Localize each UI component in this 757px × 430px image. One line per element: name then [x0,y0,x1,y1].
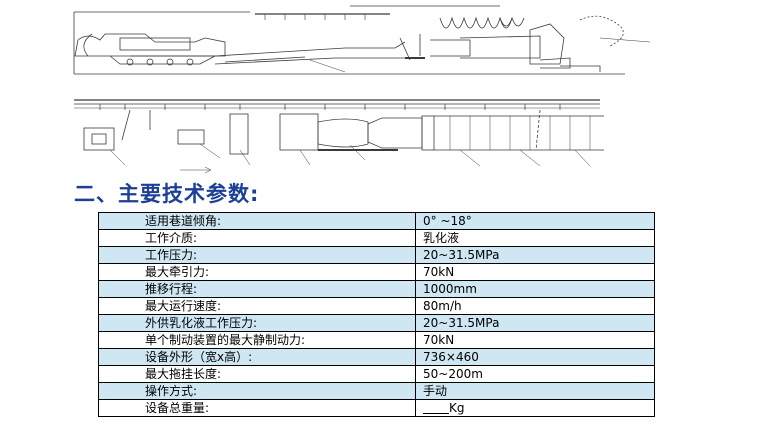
equipment-drawing [73,5,651,174]
param-value: 20~31.5MPa [415,314,655,332]
table-row: 设备总重量: Kg [98,399,655,417]
table-row: 最大牵引力: 70kN [98,263,655,281]
param-name: 推移行程: [98,280,416,298]
table-row: 工作压力: 20~31.5MPa [98,246,655,264]
blank-underline [423,401,449,414]
table-row: 设备外形（宽x高）: 736×460 [98,348,655,366]
table-row: 外供乳化液工作压力: 20~31.5MPa [98,314,655,332]
param-value: 20~31.5MPa [415,246,655,264]
param-value: 80m/h [415,297,655,315]
param-name: 最大运行速度: [98,297,416,315]
table-row: 单个制动装置的最大静制动力: 70kN [98,331,655,349]
param-value: 0° ~18° [415,212,655,230]
param-name: 工作压力: [98,246,416,264]
table-row: 最大拖挂长度: 50~200m [98,365,655,383]
table-row: 最大运行速度: 80m/h [98,297,655,315]
param-value: 1000mm [415,280,655,298]
table-row: 操作方式: 手动 [98,382,655,400]
param-name: 设备外形（宽x高）: [98,348,416,366]
table-row: 工作介质: 乳化液 [98,229,655,247]
param-value: 乳化液 [415,229,655,247]
param-value: Kg [415,399,655,417]
weight-unit: Kg [449,401,465,415]
section-title: 二、主要技术参数: [74,182,260,206]
spec-table: 适用巷道倾角: 0° ~18° 工作介质: 乳化液 工作压力: 20~31.5M… [98,212,655,417]
param-name: 最大牵引力: [98,263,416,281]
param-value: 70kN [415,263,655,281]
param-name: 单个制动装置的最大静制动力: [98,331,416,349]
param-name: 最大拖挂长度: [98,365,416,383]
param-name: 适用巷道倾角: [98,212,416,230]
param-value: 70kN [415,331,655,349]
param-value: 50~200m [415,365,655,383]
param-name: 工作介质: [98,229,416,247]
param-name: 操作方式: [98,382,416,400]
param-name: 外供乳化液工作压力: [98,314,416,332]
table-row: 适用巷道倾角: 0° ~18° [98,212,655,230]
param-name: 设备总重量: [98,399,416,417]
param-value: 手动 [415,382,655,400]
param-value: 736×460 [415,348,655,366]
table-row: 推移行程: 1000mm [98,280,655,298]
